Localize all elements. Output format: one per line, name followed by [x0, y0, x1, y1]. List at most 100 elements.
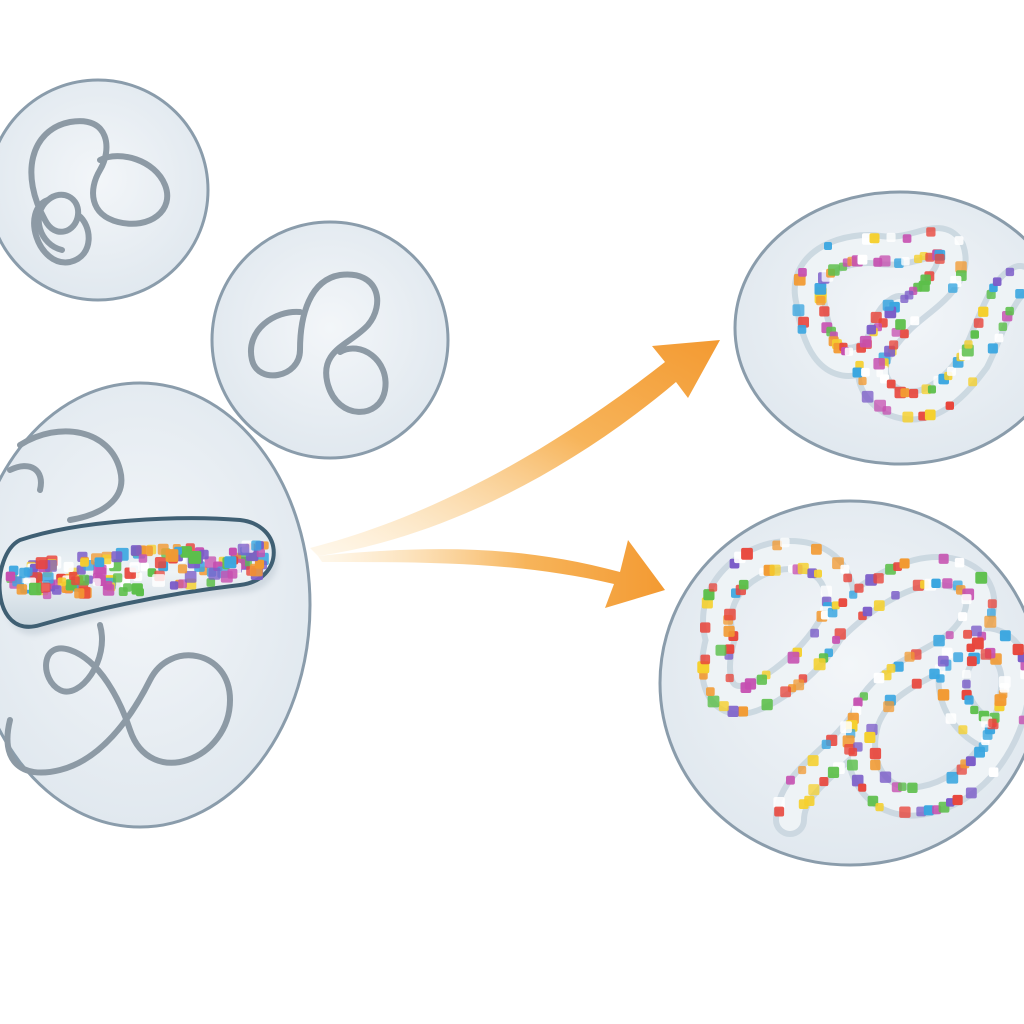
bead — [57, 577, 67, 587]
bead — [44, 559, 57, 572]
bead — [807, 755, 819, 767]
bead — [42, 590, 52, 600]
bead — [954, 236, 964, 245]
bead — [706, 687, 715, 696]
bead — [1020, 660, 1024, 671]
bead — [862, 606, 873, 617]
bead — [937, 655, 949, 667]
bead — [129, 562, 140, 573]
bead — [786, 775, 795, 785]
bead — [978, 306, 989, 317]
bead — [891, 591, 900, 600]
bead — [947, 366, 956, 376]
result-cell-2 — [658, 499, 1024, 867]
bead — [955, 261, 967, 273]
bead — [882, 406, 892, 415]
bead — [926, 227, 936, 237]
bead — [228, 547, 237, 556]
bead — [184, 571, 197, 583]
bead — [867, 795, 879, 807]
packed-tube — [0, 516, 278, 635]
bead — [123, 583, 132, 592]
bead — [849, 590, 858, 599]
bead — [907, 782, 918, 793]
bead — [824, 242, 832, 250]
bead — [798, 766, 807, 775]
bead — [898, 782, 907, 791]
bead — [40, 582, 51, 593]
bead — [999, 630, 1011, 642]
bead — [700, 654, 711, 665]
bead — [938, 553, 949, 564]
bead — [63, 561, 74, 572]
bead — [154, 557, 167, 569]
bead — [880, 374, 890, 384]
small-cell-2 — [210, 220, 450, 460]
bead — [987, 608, 996, 618]
bead — [780, 686, 791, 698]
arrow-to-result-2 — [318, 540, 665, 608]
bead — [787, 651, 800, 664]
bead — [879, 771, 892, 783]
strand-upper — [7, 428, 125, 523]
bead — [853, 697, 863, 707]
bead — [962, 679, 971, 689]
source-cell — [0, 381, 312, 829]
bead — [900, 388, 910, 398]
bead — [780, 537, 790, 548]
bead — [858, 783, 867, 792]
arrow-body — [318, 540, 665, 608]
bead — [911, 678, 922, 689]
bead — [882, 299, 894, 311]
bead — [74, 588, 85, 599]
bead — [1005, 267, 1015, 277]
bead — [130, 545, 142, 556]
bead — [987, 599, 997, 609]
bead — [78, 574, 90, 586]
bead — [966, 656, 977, 667]
bead — [886, 232, 896, 242]
bead — [761, 698, 773, 711]
bead — [936, 674, 945, 683]
bead — [738, 579, 749, 590]
bead — [883, 701, 895, 713]
bead — [879, 255, 891, 267]
bead — [827, 766, 840, 778]
bead — [80, 558, 89, 567]
bead — [859, 335, 872, 348]
result-cell-1 — [733, 190, 1024, 466]
bead — [816, 296, 826, 306]
bead — [798, 316, 809, 328]
bead — [963, 629, 972, 639]
bead — [738, 706, 749, 717]
bead — [873, 672, 885, 684]
bead — [821, 739, 831, 749]
bead — [952, 794, 963, 806]
bead — [838, 598, 848, 607]
loop-beads — [792, 227, 1024, 423]
bead — [973, 318, 984, 328]
bead — [901, 257, 910, 266]
bead — [875, 803, 884, 812]
bead — [968, 377, 978, 387]
bead — [224, 556, 237, 569]
bead — [840, 564, 850, 574]
bead — [723, 625, 735, 637]
bead — [251, 540, 262, 551]
strand — [28, 118, 171, 253]
bead — [899, 806, 911, 818]
bead — [741, 547, 753, 560]
bead — [707, 695, 720, 708]
bead — [902, 234, 912, 243]
bead — [909, 388, 919, 399]
bead — [992, 277, 1002, 286]
bead — [169, 581, 179, 590]
bead — [975, 571, 988, 584]
bead — [994, 333, 1004, 343]
bead — [724, 644, 735, 654]
bead — [962, 669, 971, 679]
bead — [206, 578, 216, 587]
arrow-to-result-1 — [310, 340, 720, 556]
